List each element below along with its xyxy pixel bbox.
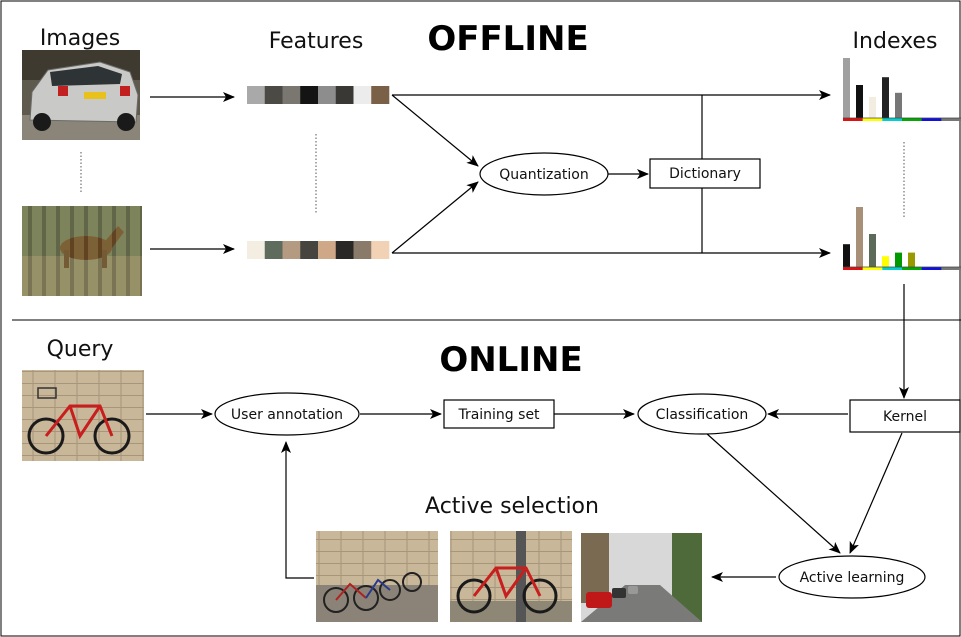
feature-cell (282, 241, 301, 259)
feature-cell (371, 86, 390, 104)
feature-cell (353, 86, 372, 104)
histogram-strip-segment (843, 118, 863, 121)
features-label: Features (269, 29, 364, 54)
histogram-bar (856, 207, 863, 267)
feature-cell (300, 241, 319, 259)
offline-heading: OFFLINE (427, 19, 588, 59)
histogram-bar (843, 244, 850, 267)
feature-cell (318, 241, 337, 259)
dictionary-node: Dictionary (649, 158, 761, 189)
active-selection-label: Active selection (425, 494, 599, 519)
histogram-strip-segment (902, 118, 922, 121)
histogram-bar (869, 234, 876, 267)
query-label: Query (47, 337, 114, 362)
query-bicycle-image (22, 370, 144, 461)
histogram-strip-segment (882, 267, 903, 270)
horse-image (22, 206, 142, 296)
features-top-bar (247, 86, 390, 104)
quantization-node: Quantization (479, 152, 609, 196)
edge-selection-to-annotation (281, 441, 314, 579)
feature-cell (247, 241, 266, 259)
histogram-bar (895, 252, 902, 267)
images-label: Images (40, 26, 120, 51)
histogram-strip-segment (843, 267, 863, 270)
feature-cell (282, 86, 301, 104)
histogram-strip-segment (902, 267, 922, 270)
feature-cell (318, 86, 337, 104)
histogram-strip-segment (921, 267, 942, 270)
selection-image-bicycles-row (316, 531, 438, 622)
quantization-label: Quantization (499, 167, 588, 183)
features-bottom-bar (247, 241, 390, 259)
user-annotation-node: User annotation (214, 392, 360, 436)
index-histogram-bottom (843, 207, 961, 270)
histogram-bar (856, 85, 863, 118)
edge-classification-to-active-learning (705, 432, 841, 554)
selection-image-street (581, 533, 702, 622)
edge-features-bottom-to-quantization (391, 181, 479, 254)
histogram-bar (882, 256, 889, 267)
histogram-strip-segment (941, 267, 961, 270)
histogram-bar (869, 97, 876, 118)
histogram-strip-segment (882, 118, 903, 121)
feature-cell (335, 241, 354, 259)
car-image (22, 50, 140, 140)
user-annotation-label: User annotation (231, 407, 343, 423)
histogram-bar (882, 77, 889, 118)
histogram-bar (895, 92, 902, 118)
indexes-label: Indexes (853, 29, 938, 54)
feature-cell (264, 241, 283, 259)
selection-image-red-bicycle (450, 531, 572, 622)
feature-cell (353, 241, 372, 259)
edge-kernel-to-active-learning (849, 432, 903, 554)
histogram-strip-segment (921, 118, 942, 121)
histogram-bar (843, 58, 850, 118)
histogram-strip-segment (862, 267, 883, 270)
feature-cell (300, 86, 319, 104)
training-set-node: Training set (443, 399, 555, 429)
histogram-strip-segment (862, 118, 883, 121)
classification-label: Classification (656, 407, 749, 423)
dictionary-label: Dictionary (669, 166, 741, 182)
feature-cell (264, 86, 283, 104)
online-heading: ONLINE (439, 340, 582, 380)
kernel-node: Kernel (849, 399, 961, 433)
histogram-bar (908, 252, 915, 267)
edge-features-top-to-quantization (391, 94, 479, 167)
kernel-label: Kernel (883, 409, 927, 425)
feature-cell (247, 86, 266, 104)
index-histogram-top (843, 58, 961, 121)
histogram-strip-segment (941, 118, 961, 121)
classification-node: Classification (637, 393, 767, 435)
active-learning-label: Active learning (800, 570, 905, 586)
feature-cell (335, 86, 354, 104)
active-learning-node: Active learning (778, 555, 926, 599)
training-set-label: Training set (457, 407, 540, 423)
feature-cell (371, 241, 390, 259)
